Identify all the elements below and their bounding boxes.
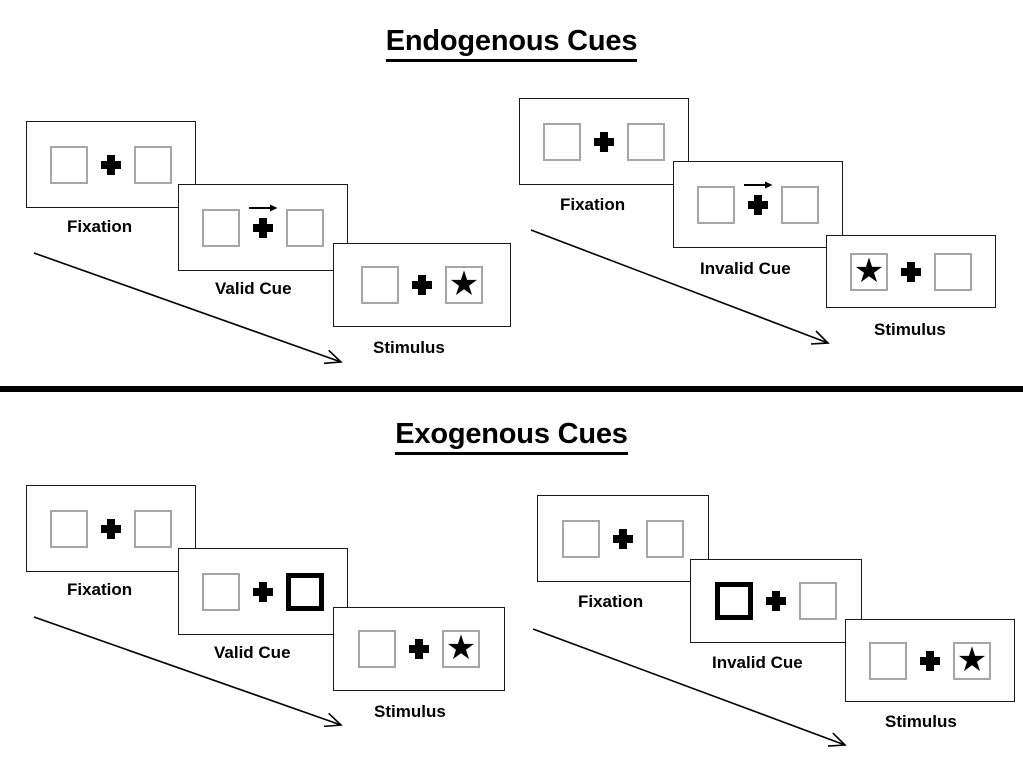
placeholder-box-left <box>50 509 88 548</box>
placeholder-box-right <box>286 208 324 247</box>
panel-caption-stimulus: Stimulus <box>373 338 445 357</box>
panel-caption-stimulus: Stimulus <box>874 320 946 339</box>
placeholder-box-left <box>202 572 240 611</box>
placeholder-box-left <box>361 266 399 304</box>
panel-content <box>50 145 172 184</box>
fixation-cross-icon <box>101 518 121 539</box>
placeholder-box-right: ★ <box>442 630 480 668</box>
panel-caption-valid-cue: Valid Cue <box>215 279 292 298</box>
star-stimulus-icon: ★ <box>448 265 480 303</box>
star-stimulus-icon: ★ <box>956 640 988 679</box>
panel-caption-fixation: Fixation <box>67 580 133 599</box>
placeholder-box-right <box>934 252 972 291</box>
fixation-cross-wrap <box>888 261 934 282</box>
section-title-text: Endogenous Cues <box>385 25 637 62</box>
section-divider <box>0 386 1023 392</box>
placeholder-box-right <box>134 509 172 548</box>
fixation-cross-wrap <box>399 275 445 295</box>
section-title-endogenous: Endogenous Cues <box>0 25 1023 62</box>
panel-content <box>50 509 172 548</box>
fixation-cross-icon <box>253 581 273 602</box>
section-title-text: Exogenous Cues <box>395 418 628 455</box>
panel-caption-stimulus: Stimulus <box>374 702 446 721</box>
placeholder-box-right <box>781 185 819 224</box>
panel-content: ★ <box>358 630 480 668</box>
panel-content <box>715 582 837 620</box>
trial-panel-stimulus: ★ <box>845 619 1015 702</box>
panel-content <box>697 181 819 224</box>
trial-panel-stimulus: ★ <box>826 235 996 308</box>
panel-content: ★ <box>869 640 991 680</box>
placeholder-box-right-cued <box>286 572 324 611</box>
fixation-cross-icon <box>901 261 921 282</box>
trial-panel-fixation <box>26 121 196 208</box>
placeholder-box-left: ★ <box>850 251 888 291</box>
panel-content <box>543 122 665 161</box>
trial-panel-fixation <box>537 495 709 582</box>
panel-caption-fixation: Fixation <box>560 195 626 214</box>
fixation-cross-icon <box>101 154 121 175</box>
panel-caption-invalid-cue: Invalid Cue <box>700 259 791 278</box>
trial-panel-stimulus: ★ <box>333 243 511 327</box>
trial-panel-valid-cue <box>178 548 348 635</box>
trial-panel-stimulus: ★ <box>333 607 505 691</box>
placeholder-box-left <box>562 519 600 558</box>
fixation-cross-wrap <box>88 518 134 539</box>
trial-panel-invalid-cue <box>673 161 843 248</box>
fixation-cross-icon <box>253 217 273 238</box>
fixation-cross-icon <box>412 275 432 295</box>
placeholder-box-left <box>358 630 396 668</box>
fixation-cross-icon <box>766 591 786 611</box>
trial-panel-valid-cue <box>178 184 348 271</box>
fixation-cross-wrap <box>240 581 286 602</box>
endogenous-cue-arrow-icon <box>743 178 773 188</box>
fixation-cross-icon <box>409 639 429 659</box>
fixation-cross-wrap <box>88 154 134 175</box>
placeholder-box-left <box>869 641 907 680</box>
placeholder-box-left-cued <box>715 582 753 620</box>
panel-caption-fixation: Fixation <box>578 592 644 611</box>
panel-caption-valid-cue: Valid Cue <box>214 643 291 662</box>
fixation-cross-wrap <box>907 650 953 671</box>
fixation-cross-wrap <box>581 131 627 152</box>
section-title-exogenous: Exogenous Cues <box>0 418 1023 455</box>
fixation-cross-wrap <box>753 591 799 611</box>
placeholder-box-left <box>543 122 581 161</box>
panel-content <box>562 519 684 558</box>
placeholder-box-left <box>202 208 240 247</box>
placeholder-box-left <box>50 145 88 184</box>
star-stimulus-icon: ★ <box>445 629 477 667</box>
fixation-cross-wrap <box>735 181 781 215</box>
fixation-cross-wrap <box>600 528 646 549</box>
star-stimulus-icon: ★ <box>853 251 885 290</box>
fixation-cross-icon <box>594 131 614 152</box>
panel-content: ★ <box>850 251 972 291</box>
fixation-cross-icon <box>613 528 633 549</box>
trial-panel-invalid-cue <box>690 559 862 643</box>
panel-content: ★ <box>361 266 483 304</box>
panel-content <box>202 204 324 247</box>
placeholder-box-right <box>627 122 665 161</box>
placeholder-box-right: ★ <box>445 266 483 304</box>
placeholder-box-right <box>799 582 837 620</box>
trial-panel-fixation <box>519 98 689 185</box>
placeholder-box-right <box>646 519 684 558</box>
placeholder-box-right: ★ <box>953 640 991 680</box>
fixation-cross-wrap <box>240 204 286 238</box>
placeholder-box-right <box>134 145 172 184</box>
fixation-cross-wrap <box>396 639 442 659</box>
fixation-cross-icon <box>920 650 940 671</box>
panel-caption-fixation: Fixation <box>67 217 133 236</box>
panel-caption-stimulus: Stimulus <box>885 712 957 731</box>
trial-panel-fixation <box>26 485 196 572</box>
endogenous-cue-arrow-icon <box>248 201 278 211</box>
panel-caption-invalid-cue: Invalid Cue <box>712 653 803 672</box>
placeholder-box-left <box>697 185 735 224</box>
fixation-cross-icon <box>748 194 768 215</box>
panel-content <box>202 572 324 611</box>
